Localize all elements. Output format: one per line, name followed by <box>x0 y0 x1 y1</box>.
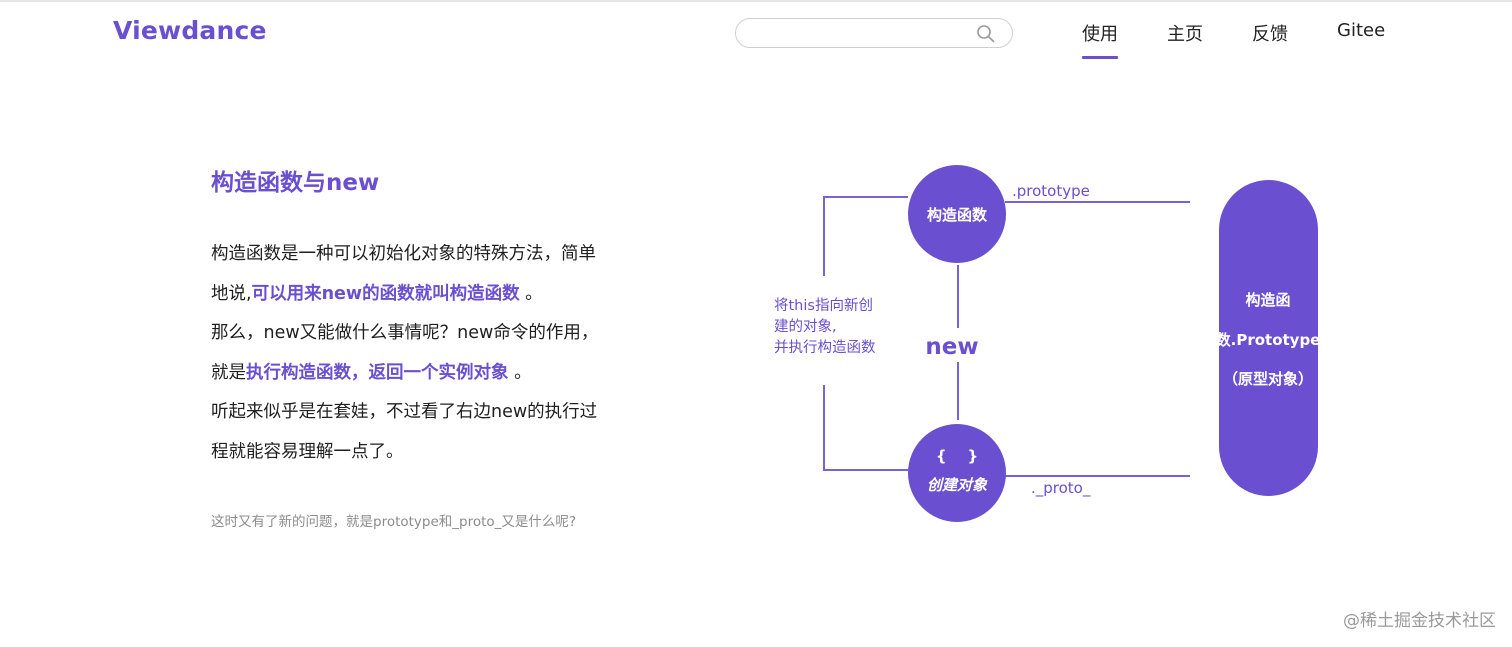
nav-item-use[interactable]: 使用 <box>1082 20 1118 59</box>
nav-item-feedback[interactable]: 反馈 <box>1252 24 1288 45</box>
search-input[interactable] <box>750 24 974 44</box>
paragraph-line: 那么，new又能做什么事情呢？new命令的作用， <box>211 323 599 343</box>
highlight-text: 执行构造函数，返回一个实例对象 <box>246 362 509 383</box>
paragraph-line: 地说,可以用来new的函数就叫构造函数 。 <box>211 275 621 315</box>
object-braces: { } <box>936 447 978 465</box>
prototype-box-line: （原型对象） <box>1223 370 1313 388</box>
prototype-box-line: 构造函 <box>1245 291 1290 309</box>
prototype-object-box <box>1219 180 1318 496</box>
object-label: 创建对象 <box>927 476 988 494</box>
paragraph-line: 程就能容易理解一点了。 <box>211 441 404 462</box>
footnote-question: 这时又有了新的问题，就是prototype和_proto_又是什么呢? <box>211 514 577 530</box>
nav-item-home[interactable]: 主页 <box>1167 24 1203 45</box>
object-circle <box>908 424 1006 522</box>
watermark: @稀土掘金技术社区 <box>1343 611 1496 631</box>
top-border <box>0 0 1512 2</box>
paragraph-text: 地说, <box>211 283 252 304</box>
search-icon[interactable] <box>976 24 996 44</box>
this-note-line: 并执行构造函数 <box>774 339 876 356</box>
this-note-line: 将this指向新创 <box>774 297 873 314</box>
left-bracket-top <box>823 196 908 276</box>
new-label: new <box>925 334 978 360</box>
section-title: 构造函数与new <box>211 170 380 196</box>
paragraph-line: 构造函数是一种可以初始化对象的特殊方法，简单 <box>211 244 596 264</box>
constructor-label: 构造函数 <box>927 206 988 224</box>
connector-lines <box>823 196 1190 477</box>
paragraph-line: 就是执行构造函数，返回一个实例对象 。 <box>211 354 621 394</box>
main-nav: 使用 主页 反馈 Gitee <box>0 20 1512 64</box>
paragraph-line: 听起来似乎是在套娃，不过看了右边new的执行过 <box>211 402 598 422</box>
intro-paragraph: 构造函数是一种可以初始化对象的特殊方法，简单 地说,可以用来new的函数就叫构造… <box>211 235 621 472</box>
nav-item-gitee[interactable]: Gitee <box>1337 20 1386 41</box>
prototype-link-label: .prototype <box>1012 182 1090 200</box>
prototype-box-line: 数.Prototype <box>1216 331 1321 349</box>
highlight-text: 可以用来new的函数就叫构造函数 <box>251 283 520 304</box>
site-logo[interactable]: Viewdance <box>113 16 267 45</box>
constructor-circle <box>908 165 1006 263</box>
this-note-line: 建的对象, <box>774 318 837 335</box>
paragraph-text: 。 <box>519 283 543 304</box>
paragraph-text: 就是 <box>211 362 246 383</box>
left-bracket-bottom <box>823 385 908 471</box>
proto-link-label: ._proto_ <box>1031 479 1091 498</box>
paragraph-text: 。 <box>508 362 532 383</box>
search-box[interactable] <box>735 18 1013 48</box>
